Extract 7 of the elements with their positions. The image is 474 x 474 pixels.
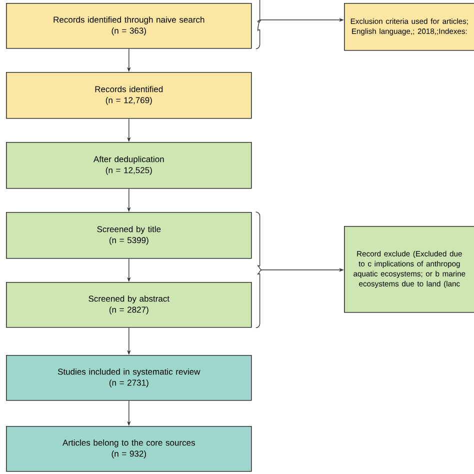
process-box: After deduplication (n = 12,525) — [6, 142, 252, 189]
process-box: Articles belong to the core sources (n = 932) — [6, 426, 252, 472]
process-box: Records identified (n = 12,769) — [6, 72, 252, 119]
process-box: Studies included in systematic review (n = 2731) — [6, 355, 252, 401]
process-box: Screened by abstract (n = 2827) — [6, 282, 252, 328]
process-box: Records identified through naive search (n = 363) — [6, 3, 252, 49]
process-box: Screened by title (n = 5399) — [6, 212, 252, 259]
